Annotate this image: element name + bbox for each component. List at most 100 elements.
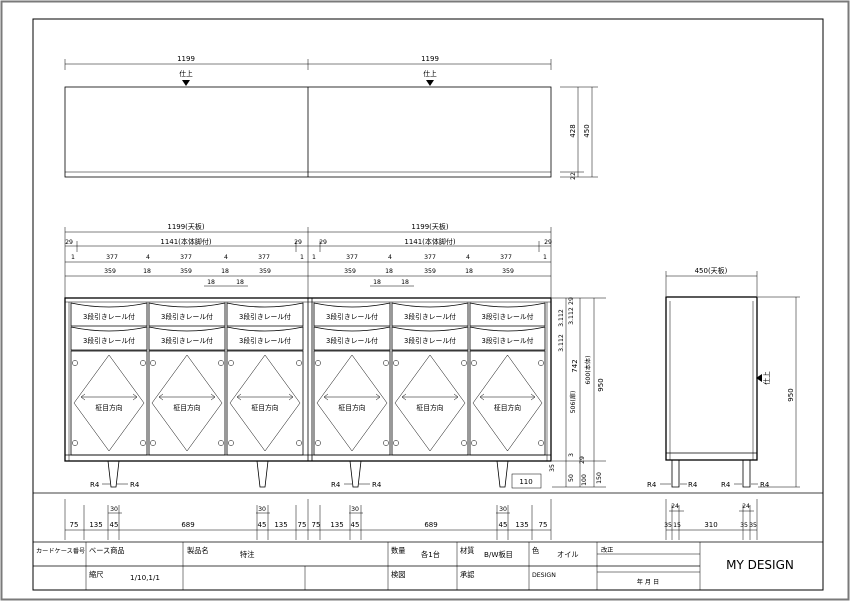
svg-text:310: 310 [704, 521, 717, 529]
overhang-2: 29 [294, 239, 302, 246]
hinge-circle [140, 360, 146, 366]
overhang-3: 29 [319, 239, 327, 246]
tb-card-case-label: カードケース番号 [36, 548, 85, 555]
door-panel [226, 350, 304, 456]
svg-text:35: 35 [740, 522, 748, 529]
side-leg-left [671, 460, 680, 488]
side-top-width: 450(天板) [695, 266, 728, 275]
svg-text:R4: R4 [647, 481, 657, 489]
tb-date-label: 年 月 日 [637, 578, 660, 586]
mid-18-b: 18 [236, 279, 244, 286]
front-body-width-right: 1141(本体脚付) [404, 237, 456, 246]
drawer-front [148, 302, 226, 327]
svg-text:150: 150 [596, 472, 603, 484]
hinge-circle [296, 360, 302, 366]
front-top-width-right: 1199(天板) [411, 222, 449, 231]
grain-arrow [323, 393, 381, 401]
hinge-circle [471, 440, 477, 446]
svg-text:75: 75 [312, 521, 321, 529]
tb-color-label: 色 [532, 546, 539, 555]
r4-4: R4 [372, 481, 382, 489]
finish-arrow-right [426, 80, 434, 86]
svg-text:24: 24 [742, 503, 750, 510]
grain-arrow [80, 393, 138, 401]
svg-text:75: 75 [539, 521, 548, 529]
svg-text:50: 50 [568, 474, 575, 482]
svg-text:30: 30 [110, 506, 118, 513]
svg-text:3.112: 3.112 [558, 334, 565, 352]
svg-text:30: 30 [351, 506, 359, 513]
svg-text:377: 377 [258, 254, 270, 261]
hinge-circle [393, 440, 399, 446]
tb-check-label: 検図 [391, 570, 405, 579]
grain-label: 柾目方向 [494, 403, 521, 412]
hinge-circle [228, 440, 234, 446]
svg-text:4: 4 [146, 254, 150, 261]
svg-text:29: 29 [579, 456, 586, 464]
top-finish-left: 仕上 [179, 69, 193, 78]
svg-text:4: 4 [388, 254, 392, 261]
hinge-circle [218, 440, 224, 446]
leg-4 [496, 460, 509, 488]
svg-text:377: 377 [500, 254, 512, 261]
grain-label: 柾目方向 [173, 403, 200, 412]
grain-label: 柾目方向 [416, 403, 443, 412]
svg-text:29: 29 [568, 297, 575, 305]
svg-text:100: 100 [581, 474, 588, 486]
leg-1 [107, 460, 120, 488]
svg-text:1: 1 [71, 254, 75, 261]
grain-arrow [479, 393, 536, 401]
svg-text:R4: R4 [760, 481, 770, 489]
svg-text:377: 377 [424, 254, 436, 261]
tb-design-label: DESIGN [532, 572, 556, 579]
svg-text:135: 135 [89, 521, 102, 529]
svg-text:377: 377 [180, 254, 192, 261]
svg-text:45: 45 [351, 521, 360, 529]
drawer-front [226, 326, 304, 351]
hinge-circle [150, 440, 156, 446]
svg-text:359: 359 [259, 268, 271, 275]
svg-text:359: 359 [424, 268, 436, 275]
svg-text:15: 15 [673, 522, 681, 529]
svg-text:18: 18 [143, 268, 151, 275]
svg-text:30: 30 [499, 506, 507, 513]
svg-text:3.112: 3.112 [568, 307, 575, 325]
tb-quantity-label: 数量 [391, 546, 405, 555]
grain-diamond [229, 354, 301, 452]
svg-text:4: 4 [466, 254, 470, 261]
side-finish: 仕上 [762, 371, 771, 385]
svg-text:35: 35 [549, 464, 556, 472]
hinge-circle [538, 440, 544, 446]
side-body [665, 296, 758, 461]
drawer-label: 3段引きレール付 [239, 312, 291, 321]
drawer-label: 3段引きレール付 [161, 312, 213, 321]
bottom-dims-right: 75 135 45 689 45 135 75 [312, 521, 548, 529]
leg-110: 110 [519, 478, 532, 486]
svg-text:135: 135 [274, 521, 287, 529]
drawer-label: 3段引きレール付 [482, 336, 534, 345]
side-view: 450(天板) 仕上 950 R4 R4 R4 R4 24 24 35 15 3… [647, 266, 800, 540]
dim-377-right: 1 377 4 377 4 377 1 [312, 254, 547, 261]
drawer-label: 3段引きレール付 [161, 336, 213, 345]
door-panel [148, 350, 226, 456]
hinge-circle [140, 440, 146, 446]
front-height-dims: 29 3.112 3.112 3.112 742 506(扉) 600(本体) … [549, 297, 606, 488]
hinge-circle [72, 360, 78, 366]
hinge-circle [538, 360, 544, 366]
svg-text:24: 24 [671, 503, 679, 510]
tb-material-value: B/W板目 [484, 550, 513, 559]
svg-text:R4: R4 [688, 481, 698, 489]
side-leg-right [742, 460, 751, 488]
grain-label: 柾目方向 [251, 403, 278, 412]
svg-text:3: 3 [568, 453, 575, 457]
tb-scale-label: 縮尺 [89, 570, 103, 579]
hinge-circle [383, 440, 389, 446]
tb-base-product-label: ベース商品 [89, 546, 125, 555]
drawer-front [313, 326, 391, 351]
svg-text:135: 135 [330, 521, 343, 529]
front-dimensions: 1199(天板) 1199(天板) 29 29 29 29 1141(本体脚付)… [64, 222, 552, 300]
mid-18-a: 18 [207, 279, 215, 286]
